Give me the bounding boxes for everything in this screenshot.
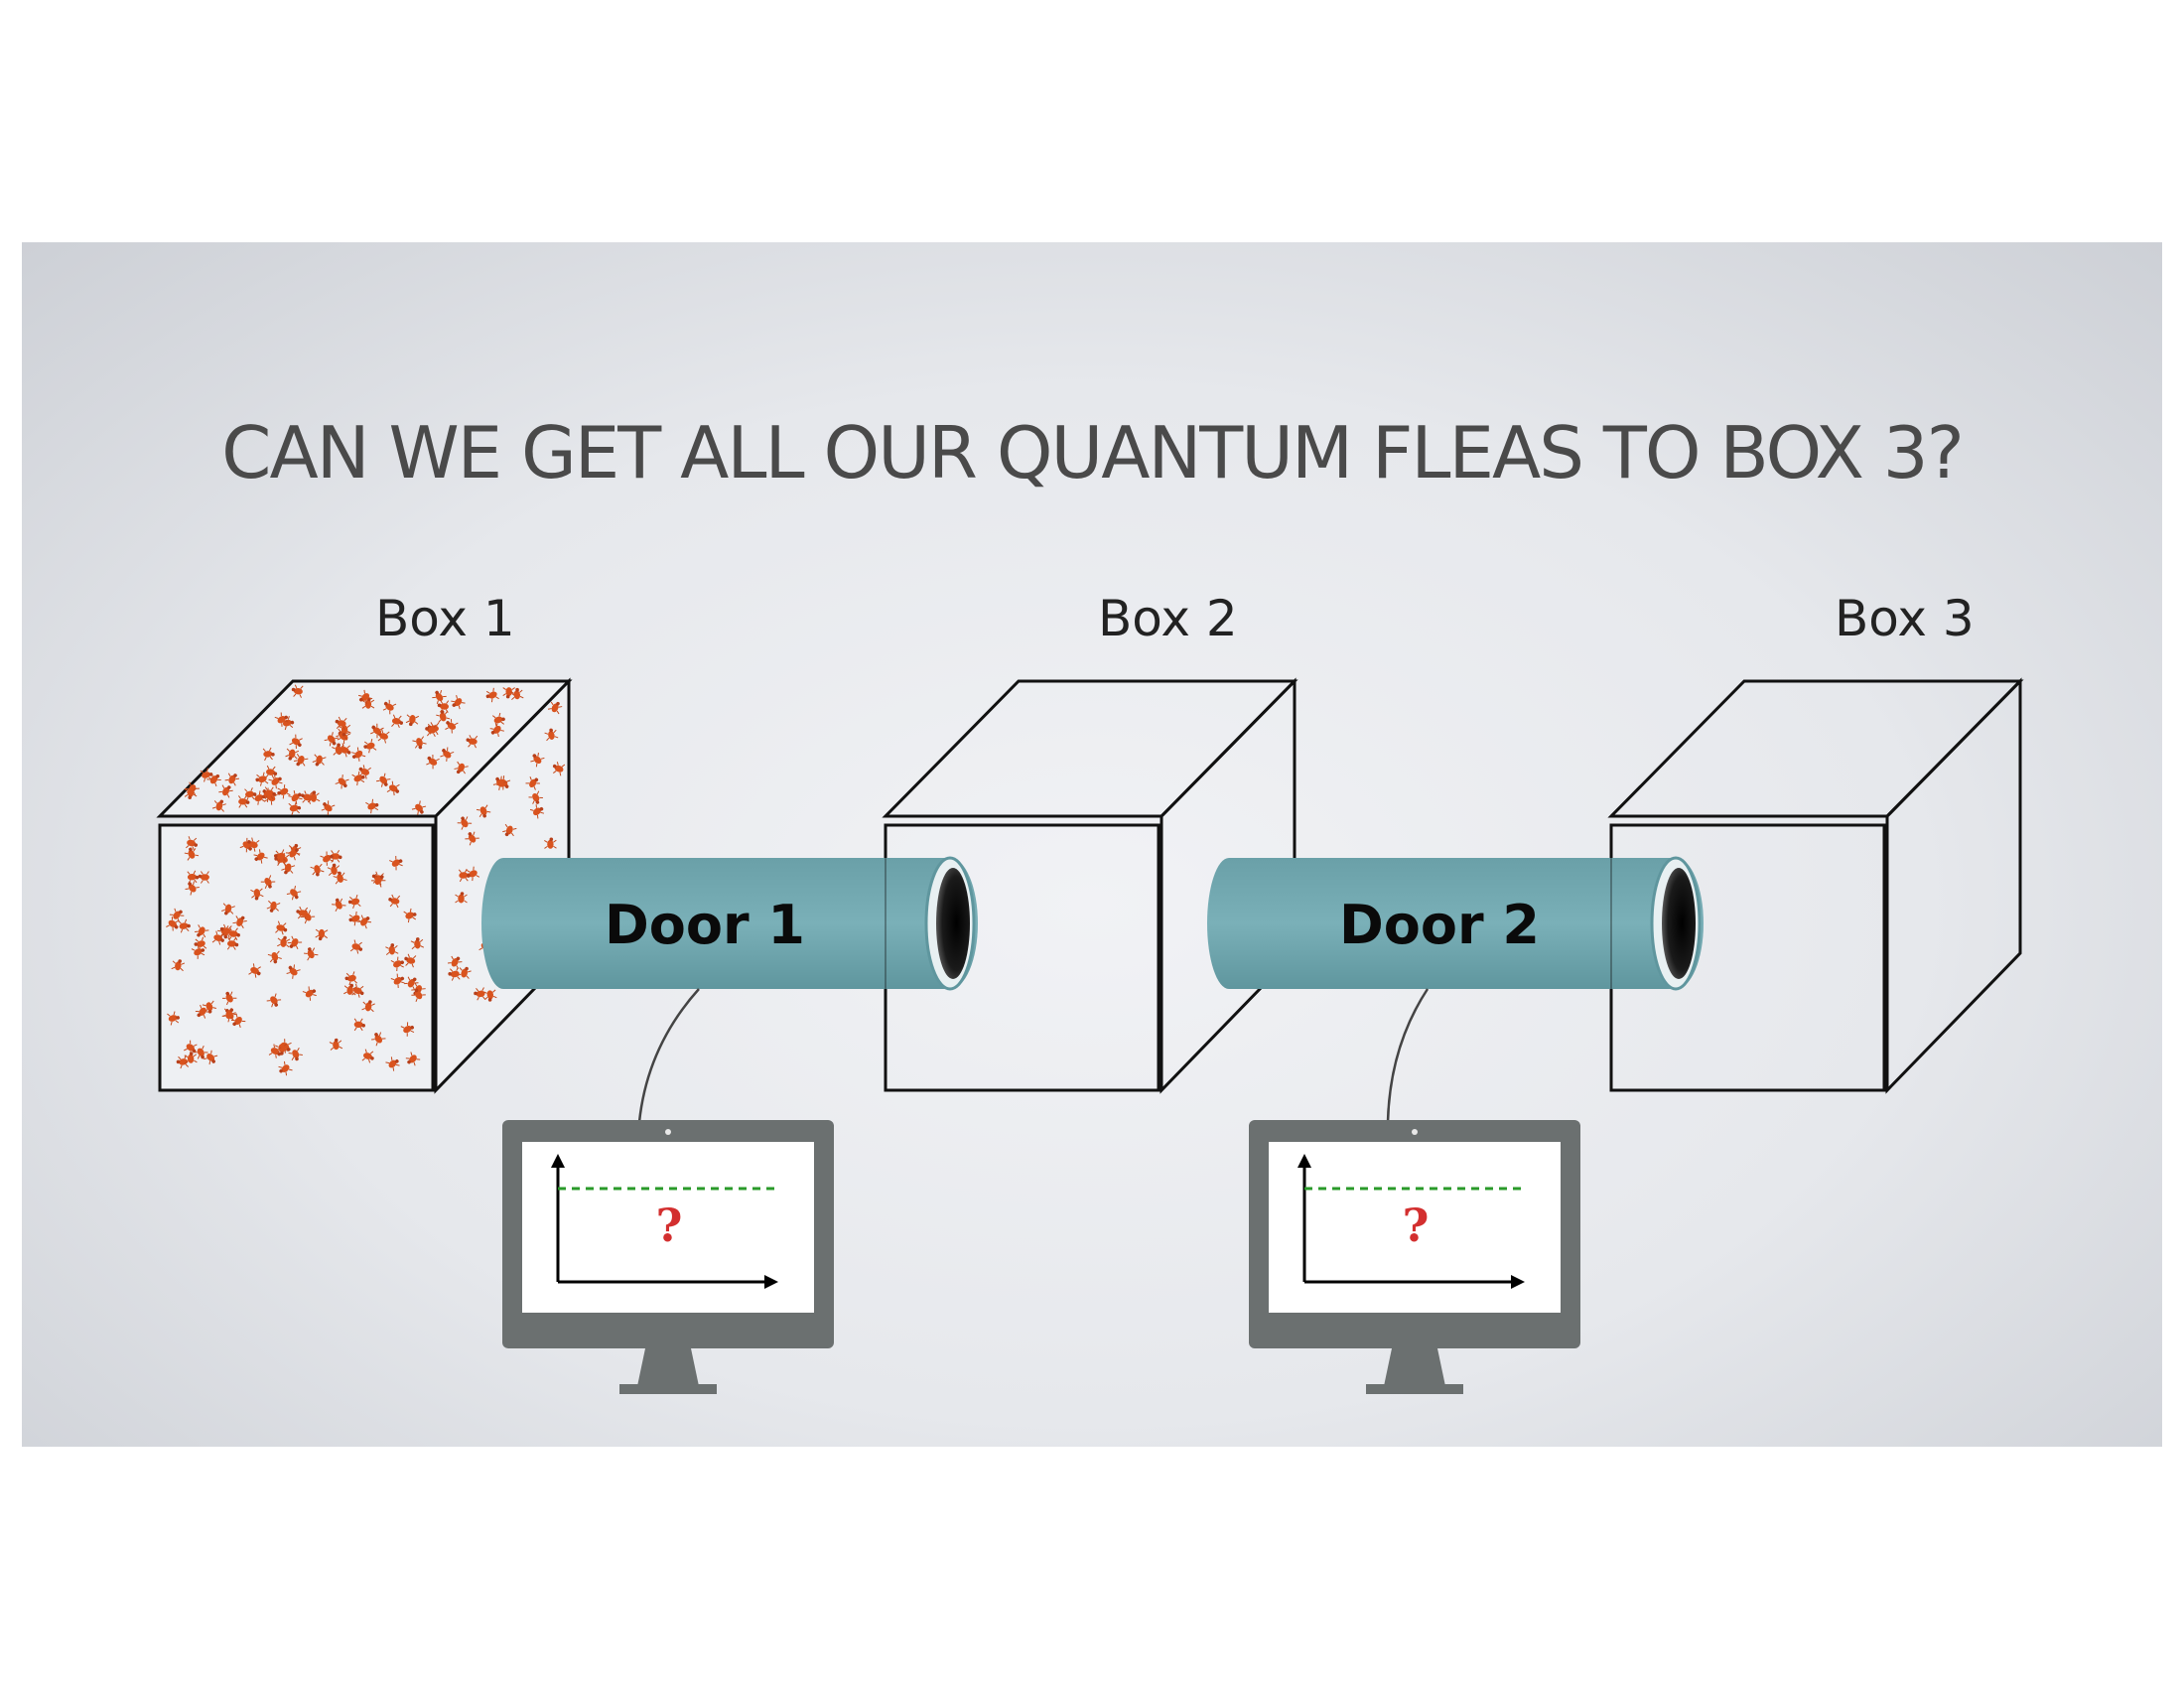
door-2-tube: Door 2 <box>1207 856 1704 991</box>
monitor-2-question-mark: ? <box>1403 1198 1430 1252</box>
monitor-2: ? <box>1249 1120 1580 1394</box>
monitor-1: ? <box>502 1120 834 1394</box>
box-2-label: Box 2 <box>1098 590 1238 647</box>
door-2-cable <box>1386 988 1430 1123</box>
monitor-1-question-mark: ? <box>656 1198 683 1252</box>
box-1-label: Box 1 <box>375 590 515 647</box>
box-3-label: Box 3 <box>1835 590 1975 647</box>
door-1-tube: Door 1 <box>481 856 978 991</box>
box-1-front <box>158 823 435 1092</box>
door-2-label: Door 2 <box>1339 894 1540 956</box>
flea-diagram: Door 1 Door 2 ? <box>156 677 2024 1394</box>
slide-title: CAN WE GET ALL OUR QUANTUM FLEAS TO BOX … <box>221 411 1965 494</box>
door-1-label: Door 1 <box>605 894 805 956</box>
door-1-cable <box>637 988 700 1123</box>
slide: CAN WE GET ALL OUR QUANTUM FLEAS TO BOX … <box>22 242 2162 1447</box>
